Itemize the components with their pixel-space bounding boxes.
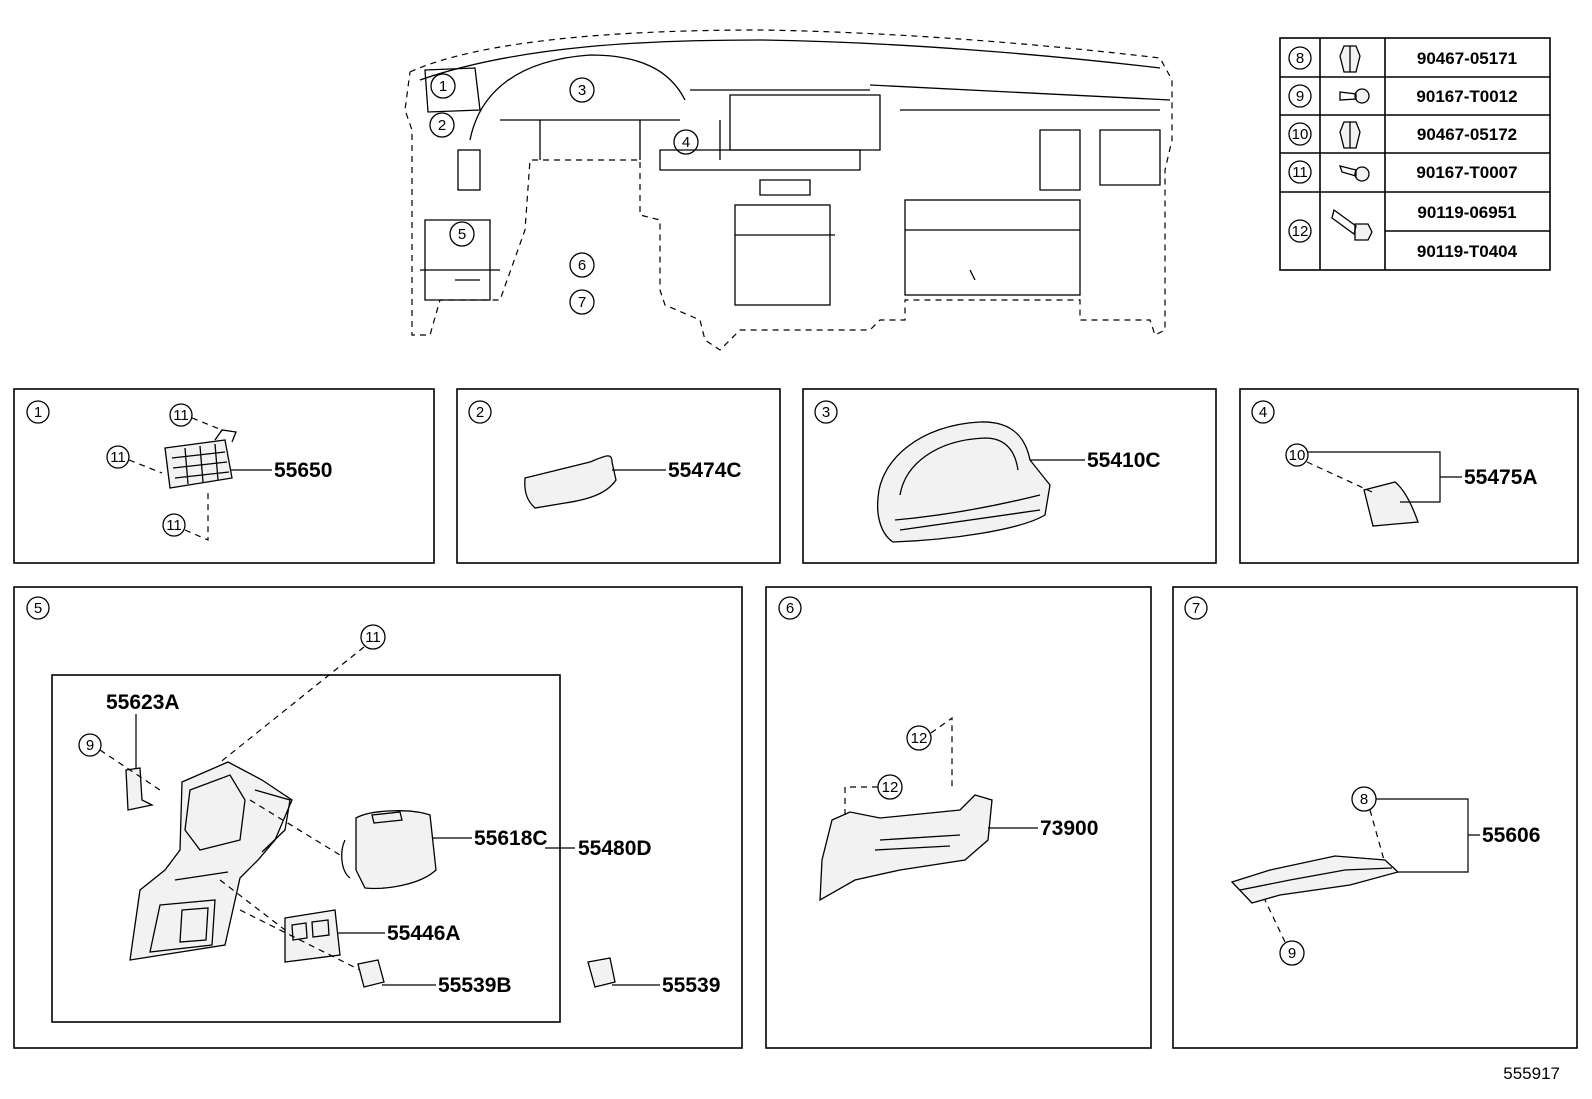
screw-icon [1339, 165, 1370, 182]
svg-text:55623A: 55623A [106, 691, 180, 714]
svg-text:55446A: 55446A [387, 922, 461, 945]
clip-icon [1339, 121, 1361, 149]
svg-text:55475A: 55475A [1464, 466, 1538, 489]
overview-callout-1: 1 [430, 73, 456, 99]
svg-text:12: 12 [1292, 223, 1309, 240]
overview-callout-4: 4 [673, 129, 699, 155]
svg-text:11: 11 [1292, 164, 1308, 181]
svg-text:55480D: 55480D [578, 837, 652, 860]
svg-text:11: 11 [166, 517, 182, 534]
svg-text:55539: 55539 [662, 974, 720, 997]
svg-text:4: 4 [682, 134, 690, 151]
svg-text:2: 2 [476, 404, 484, 421]
overview-callout-3: 3 [569, 77, 595, 103]
svg-text:6: 6 [578, 257, 586, 274]
svg-text:8: 8 [1360, 791, 1368, 808]
svg-text:90167-T0007: 90167-T0007 [1416, 163, 1517, 182]
svg-text:11: 11 [110, 449, 126, 466]
table-row: 11 90167-T0007 [1288, 160, 1518, 184]
svg-text:3: 3 [822, 404, 830, 421]
screw-icon [1339, 88, 1370, 104]
bolt-icon [1331, 208, 1373, 241]
svg-text:12: 12 [882, 779, 899, 796]
svg-text:11: 11 [173, 407, 189, 424]
svg-text:55410C: 55410C [1087, 449, 1161, 472]
diagram-id: 555917 [1503, 1064, 1560, 1083]
svg-text:9: 9 [1296, 88, 1304, 105]
table-row: 9 90167-T0012 [1288, 84, 1518, 108]
svg-text:5: 5 [34, 600, 42, 617]
svg-text:11: 11 [365, 629, 381, 646]
svg-text:55606: 55606 [1482, 824, 1540, 847]
instrument-panel-overview: 1 2 3 4 5 6 7 [404, 29, 1173, 351]
table-row: 10 90467-05172 [1288, 121, 1517, 149]
svg-text:7: 7 [1192, 600, 1200, 617]
svg-text:3: 3 [578, 82, 586, 99]
svg-text:55618C: 55618C [474, 827, 548, 850]
svg-text:8: 8 [1296, 50, 1304, 67]
svg-text:7: 7 [578, 294, 586, 311]
svg-text:4: 4 [1259, 404, 1267, 421]
panel-3: 3 55410C [802, 388, 1217, 564]
svg-text:10: 10 [1292, 126, 1309, 143]
svg-text:9: 9 [1288, 945, 1296, 962]
svg-text:55650: 55650 [274, 459, 332, 482]
overview-callout-6: 6 [569, 252, 595, 278]
svg-text:55474C: 55474C [668, 459, 742, 482]
panel-1: 1 55650 11 11 11 [13, 388, 435, 564]
panel-6: 6 12 12 73900 [765, 586, 1152, 1049]
svg-text:90467-05171: 90467-05171 [1417, 49, 1517, 68]
svg-text:90167-T0012: 90167-T0012 [1416, 87, 1517, 106]
overview-callout-5: 5 [449, 221, 475, 247]
overview-callout-7: 7 [569, 289, 595, 315]
svg-text:90119-06951: 90119-06951 [1417, 203, 1516, 222]
panel-5: 5 55623A 9 11 55618C 55480D 55446A [13, 586, 743, 1049]
panel-2: 2 55474C [456, 388, 781, 564]
svg-text:6: 6 [786, 600, 794, 617]
overview-callout-2: 2 [429, 112, 455, 138]
panel-4: 4 10 55475A [1239, 388, 1579, 564]
svg-text:1: 1 [439, 78, 447, 95]
table-row: 8 90467-05171 [1288, 45, 1517, 73]
table-row: 12 90119-06951 90119-T0404 [1288, 203, 1518, 261]
clip-icon [1339, 45, 1361, 73]
svg-text:10: 10 [1289, 447, 1306, 464]
svg-text:9: 9 [86, 737, 94, 754]
svg-text:12: 12 [911, 730, 928, 747]
svg-text:1: 1 [34, 404, 42, 421]
svg-text:90119-T0404: 90119-T0404 [1417, 242, 1518, 261]
svg-text:73900: 73900 [1040, 817, 1098, 840]
fastener-table: 8 90467-05171 9 90167-T0012 10 90467-051… [1279, 37, 1551, 271]
panel-7: 7 8 55606 9 [1172, 586, 1578, 1049]
svg-text:55539B: 55539B [438, 974, 512, 997]
svg-text:2: 2 [438, 117, 446, 134]
svg-text:90467-05172: 90467-05172 [1417, 125, 1517, 144]
svg-text:5: 5 [458, 226, 466, 243]
